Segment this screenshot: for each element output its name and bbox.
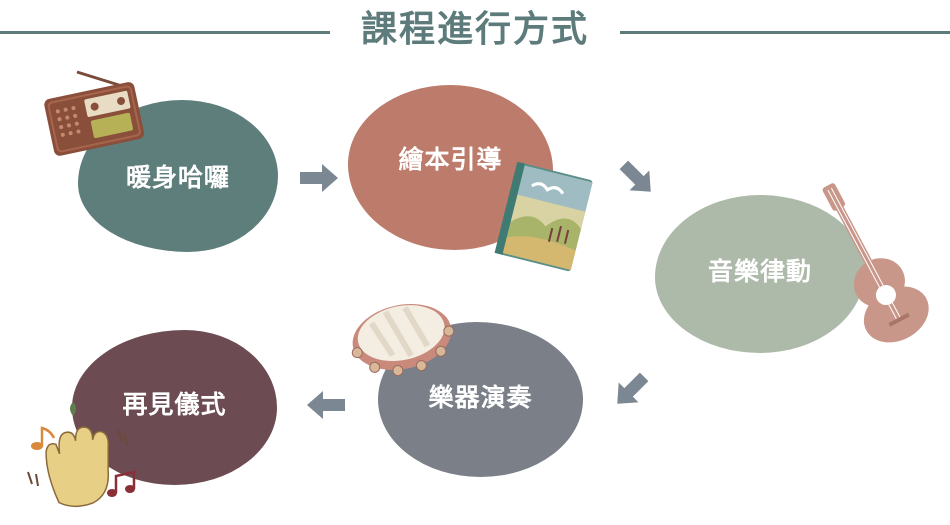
title-line-right [620, 31, 950, 34]
step-picture-book-label: 繪本引導 [398, 144, 503, 174]
radio-icon [42, 68, 147, 158]
arrow-left-icon [305, 391, 345, 419]
step-instrument-play-label: 樂器演奏 [428, 382, 533, 412]
music-note-icon [105, 470, 139, 500]
page-title: 課程進行方式 [360, 9, 589, 50]
step-music-movement: 音樂律動 [655, 195, 865, 353]
arrow-down-right-icon [618, 160, 658, 198]
arrow-right-icon [300, 164, 340, 192]
leaf-decoration [68, 402, 78, 416]
step-goodbye-label: 再見儀式 [122, 389, 227, 419]
tambourine-icon [345, 295, 460, 380]
step-music-movement-label: 音樂律動 [707, 257, 812, 286]
picture-book-icon [494, 160, 595, 272]
clapping-hand-icon [22, 400, 137, 508]
title-line-left [0, 31, 330, 34]
step-warmup-label: 暖身哈囉 [125, 163, 230, 192]
guitar-icon [815, 175, 929, 345]
arrow-down-left-icon [610, 372, 650, 410]
music-note-icon [28, 424, 58, 454]
